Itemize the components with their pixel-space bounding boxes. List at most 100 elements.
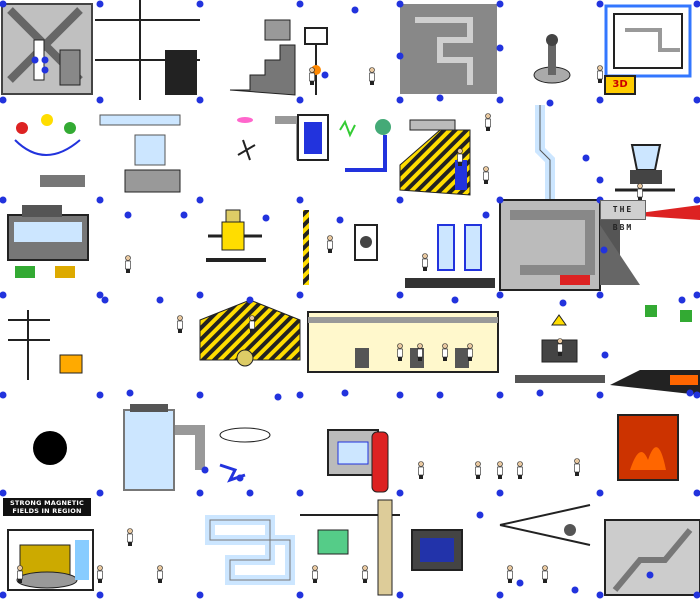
dot-icon xyxy=(236,474,244,482)
dot-icon xyxy=(496,291,504,299)
person-icon xyxy=(397,343,403,361)
dot-icon xyxy=(693,291,700,299)
dot-icon xyxy=(496,489,504,497)
dot-icon xyxy=(601,351,609,359)
dot-icon xyxy=(496,44,504,52)
dot-icon xyxy=(596,176,604,184)
dot-icon xyxy=(396,591,404,599)
person-icon xyxy=(507,565,513,583)
dot-icon xyxy=(262,214,270,222)
tile-boiler xyxy=(327,429,389,493)
dot-icon xyxy=(546,99,554,107)
dot-icon xyxy=(31,56,39,64)
person-icon xyxy=(177,315,183,333)
dot-icon xyxy=(496,591,504,599)
dot-icon xyxy=(0,391,7,399)
dot-icon xyxy=(0,196,7,204)
tile-pipe-tank xyxy=(99,114,181,193)
person-icon xyxy=(457,148,463,166)
dot-icon xyxy=(41,66,49,74)
tile-pipe-knot xyxy=(205,515,295,585)
person-icon xyxy=(422,253,428,271)
person-icon xyxy=(369,67,375,85)
tile-crane xyxy=(499,504,591,546)
person-icon xyxy=(327,235,333,253)
person-icon xyxy=(442,343,448,361)
dot-icon xyxy=(693,196,700,204)
dot-icon xyxy=(96,291,104,299)
dot-icon xyxy=(296,291,304,299)
dot-icon xyxy=(96,391,104,399)
dot-icon xyxy=(196,291,204,299)
dot-icon xyxy=(396,196,404,204)
dot-icon xyxy=(96,96,104,104)
dot-icon xyxy=(436,94,444,102)
dot-icon xyxy=(296,591,304,599)
dot-icon xyxy=(396,96,404,104)
dot-icon xyxy=(476,511,484,519)
dot-icon xyxy=(296,0,304,8)
dot-icon xyxy=(196,591,204,599)
person-icon xyxy=(497,461,503,479)
dot-icon xyxy=(496,0,504,8)
dot-icon xyxy=(196,391,204,399)
tile-top-right-panel xyxy=(604,4,692,78)
dot-icon xyxy=(0,489,7,497)
tile-robot xyxy=(206,209,266,262)
tile-machine-control xyxy=(7,205,89,278)
dot-icon xyxy=(396,391,404,399)
bbm-sign: THE BBM xyxy=(600,200,646,232)
person-icon xyxy=(485,113,491,131)
person-icon xyxy=(574,458,580,476)
tile-glass-tank xyxy=(123,404,205,491)
badge-3d: 3D xyxy=(604,75,636,95)
tile-vertical-pipe xyxy=(535,105,555,200)
tile-top-pipes xyxy=(95,0,200,100)
person-icon xyxy=(249,315,255,333)
person-icon xyxy=(312,565,318,583)
dot-icon xyxy=(693,391,700,399)
tile-gray-plant xyxy=(499,199,601,291)
dot-icon xyxy=(436,391,444,399)
tile-rail xyxy=(303,210,378,285)
dot-icon xyxy=(600,246,608,254)
tile-glass-tubes xyxy=(405,224,495,288)
dot-icon xyxy=(396,0,404,8)
tile-top-left-machine xyxy=(1,3,93,95)
person-icon xyxy=(467,343,473,361)
person-icon xyxy=(542,565,548,583)
person-layer xyxy=(17,65,643,583)
dot-icon xyxy=(196,0,204,8)
dot-icon xyxy=(156,296,164,304)
dot-icon xyxy=(246,489,254,497)
dot-icon xyxy=(693,0,700,8)
tile-stair-tower xyxy=(604,519,700,596)
person-icon xyxy=(637,183,643,201)
dot-icon xyxy=(559,299,567,307)
dot-icon xyxy=(351,6,359,14)
dot-icon xyxy=(678,296,686,304)
dot-icon xyxy=(101,296,109,304)
person-icon xyxy=(557,338,563,356)
person-icon xyxy=(125,255,131,273)
tile-magnet-chamber xyxy=(7,529,94,591)
dot-icon xyxy=(596,489,604,497)
dot-icon xyxy=(693,489,700,497)
person-icon xyxy=(127,528,133,546)
dot-icon xyxy=(180,211,188,219)
tile-terminal xyxy=(411,529,463,571)
dot-icon xyxy=(496,391,504,399)
tile-left-pipes xyxy=(8,310,83,380)
person-icon xyxy=(17,565,23,583)
black-hole-icon xyxy=(33,431,67,465)
dot-icon xyxy=(0,0,7,8)
dot-icon xyxy=(482,211,490,219)
person-icon xyxy=(157,565,163,583)
dot-icon xyxy=(196,96,204,104)
blender-icon xyxy=(615,144,675,192)
person-icon xyxy=(475,461,481,479)
dot-icon xyxy=(246,296,254,304)
tile-ring-orbit xyxy=(219,427,271,483)
